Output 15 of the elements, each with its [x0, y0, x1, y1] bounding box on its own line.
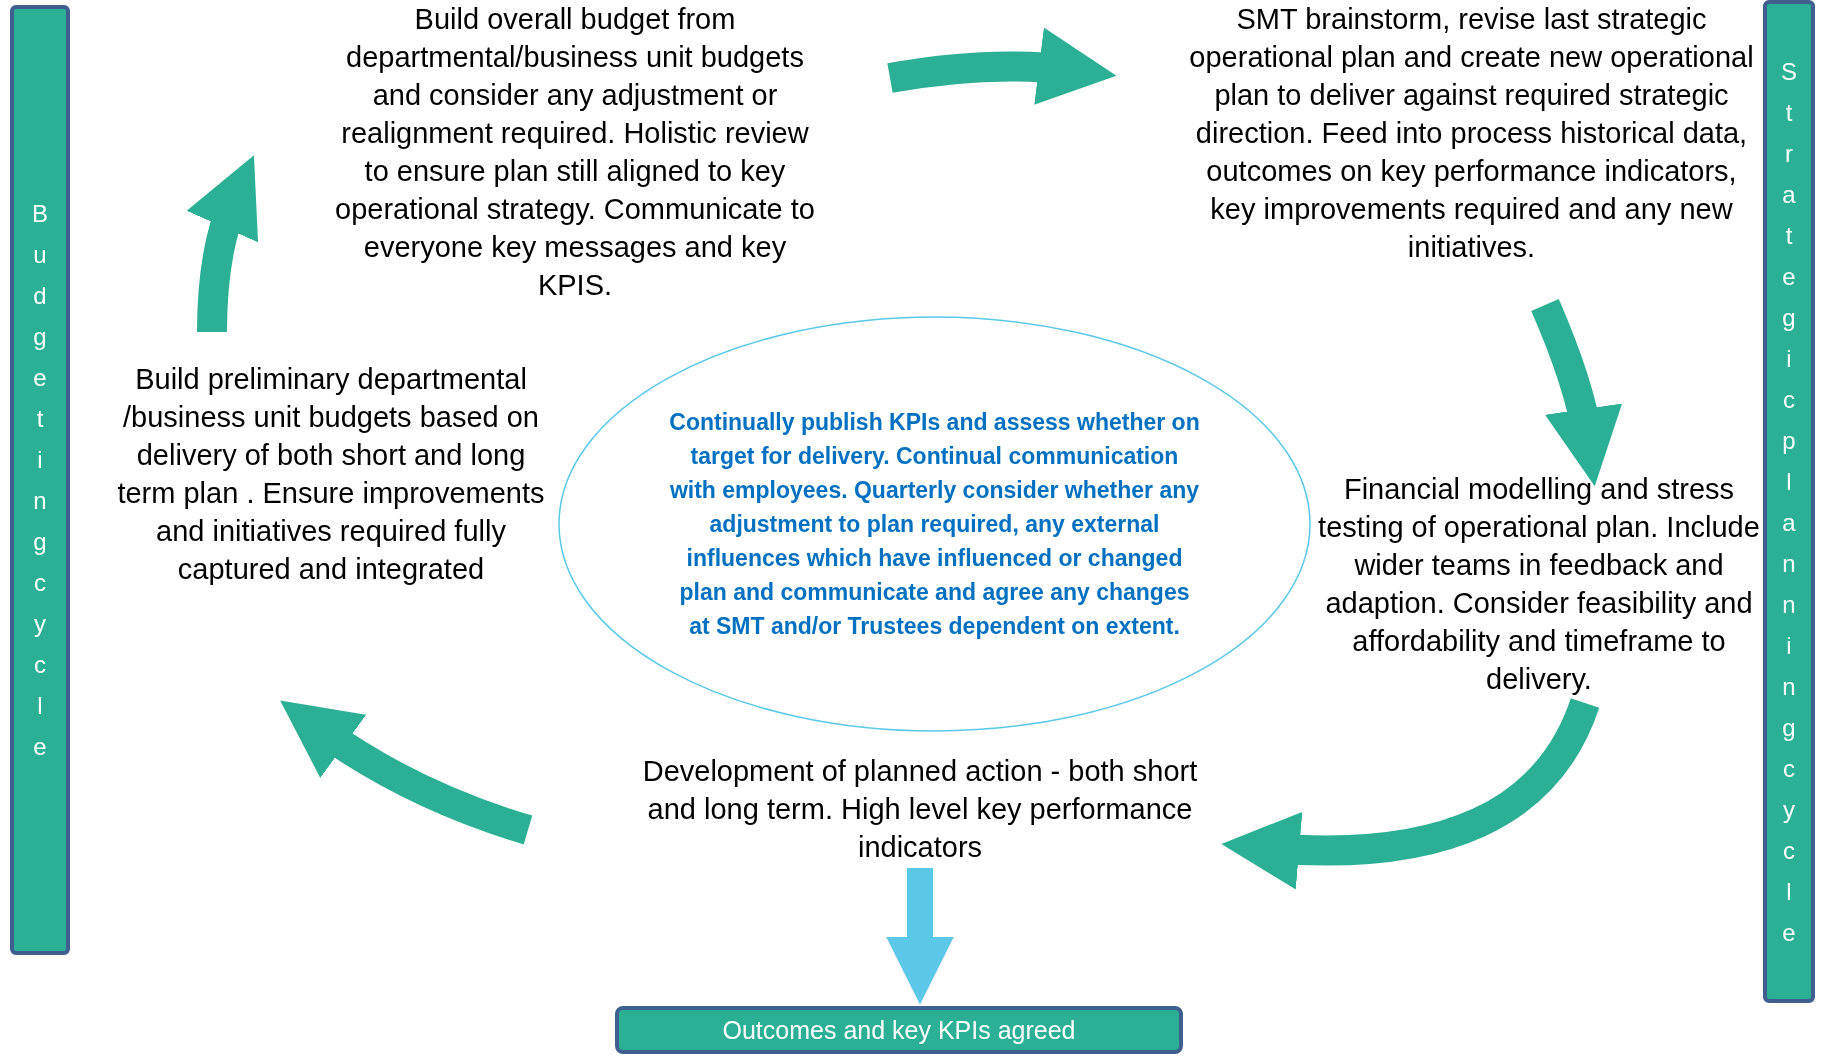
step-text: Financial modelling and stress testing of operational plan. Include wider teams in feedback and adaption. Consider feasibility and affordability and timeframe to delivery.: [1318, 470, 1760, 698]
outcome-box: Outcomes and key KPIs agreed: [615, 1006, 1183, 1054]
ellipse-text: Continually publish KPIs and assess whether on target for delivery. Continual communication with employees. Quarterly consider whether any adjustment to plan required, any external influences which have influenced or changed plan and communicate and agree any changes at SMT and/or Trustees dependent on extent.: [668, 408, 1201, 641]
curved-arrow: [279, 701, 533, 845]
curved-arrow: [187, 154, 260, 333]
curved-arrow: [1221, 697, 1599, 889]
cycle-bar: Budgeting cycle: [10, 5, 70, 955]
down-arrow: [886, 868, 954, 1005]
step-text: Development of planned action - both short and long term. High level key performance indicators: [620, 752, 1220, 866]
curved-arrow: [1531, 299, 1622, 487]
cycle-bar: Strategic planning cycle: [1763, 0, 1815, 1003]
curved-arrow: [887, 27, 1117, 106]
step-text: Build overall budget from departmental/business unit budgets and consider any adjustment or realignment required. Holistic review to ensure plan still aligned to key operational strategy. Communicate to everyone key messages and key KPIS.: [330, 0, 820, 304]
step-text: Build preliminary departmental /business unit budgets based on delivery of both short and long term plan . Ensure improvements and initiatives required fully captured and integrated: [108, 360, 554, 588]
step-text: SMT brainstorm, revise last strategic operational plan and create new operational plan to deliver against required strategic direction. Feed into process historical data, outcomes on key performance indicators, key improvements required and any new initiatives.: [1183, 0, 1760, 266]
